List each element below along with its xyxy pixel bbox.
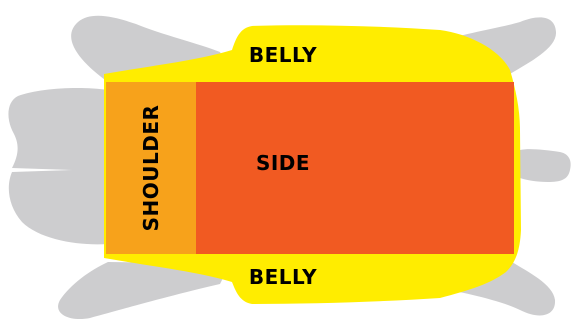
hide-tail xyxy=(520,149,571,182)
shoulder-label: SHOULDER xyxy=(139,105,163,232)
belly-bottom-label: BELLY xyxy=(249,265,317,289)
hide-head xyxy=(8,88,108,244)
belly-top-label: BELLY xyxy=(249,43,317,67)
side-label: SIDE xyxy=(256,151,310,175)
side-region xyxy=(196,82,514,254)
